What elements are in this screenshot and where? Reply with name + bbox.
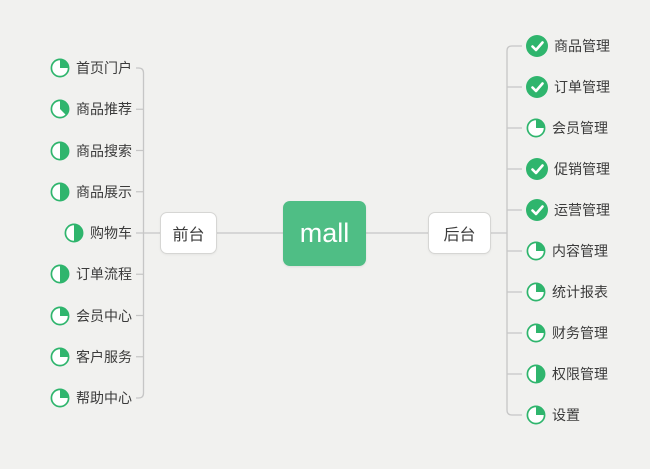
- topic-right-9[interactable]: 设置: [526, 403, 580, 427]
- progress-pie-icon: [526, 241, 546, 261]
- topic-left-4[interactable]: 购物车: [64, 221, 132, 245]
- check-icon: [526, 199, 548, 221]
- progress-pie-icon: [50, 182, 70, 202]
- topic-right-8[interactable]: 权限管理: [526, 362, 608, 386]
- topic-label: 商品推荐: [76, 101, 132, 118]
- topic-right-7[interactable]: 财务管理: [526, 321, 608, 345]
- topic-label: 会员中心: [76, 307, 132, 324]
- progress-pie-icon: [526, 282, 546, 302]
- topic-label: 运营管理: [554, 202, 610, 218]
- topic-label: 首页门户: [76, 60, 132, 76]
- check-icon: [526, 76, 548, 98]
- topic-label: 统计报表: [552, 284, 608, 300]
- topic-label: 购物车: [90, 225, 132, 241]
- topic-right-2[interactable]: 会员管理: [526, 116, 608, 140]
- topic-label: 客户服务: [76, 348, 132, 365]
- root-node-mall[interactable]: mall: [283, 201, 366, 266]
- topic-left-2[interactable]: 商品搜索: [50, 139, 132, 163]
- topic-label: 商品管理: [554, 38, 610, 54]
- topic-left-5[interactable]: 订单流程: [50, 262, 132, 286]
- topic-left-0[interactable]: 首页门户: [50, 56, 132, 80]
- topic-left-3[interactable]: 商品展示: [50, 180, 132, 204]
- topic-right-5[interactable]: 内容管理: [526, 239, 608, 263]
- check-icon: [526, 35, 548, 57]
- progress-pie-icon: [50, 347, 70, 367]
- topic-label: 帮助中心: [76, 390, 132, 406]
- topic-left-6[interactable]: 会员中心: [50, 304, 132, 328]
- topic-label: 订单管理: [554, 79, 610, 95]
- topic-right-4[interactable]: 运营管理: [526, 198, 610, 222]
- branch-node-backend[interactable]: 后台: [428, 212, 491, 254]
- progress-pie-icon: [526, 364, 546, 384]
- topic-left-1[interactable]: 商品推荐: [50, 97, 132, 121]
- topic-label: 订单流程: [76, 266, 132, 283]
- topic-right-1[interactable]: 订单管理: [526, 75, 610, 99]
- branch-node-frontend[interactable]: 前台: [160, 212, 217, 254]
- progress-pie-icon: [526, 323, 546, 343]
- topic-label: 商品展示: [76, 183, 132, 200]
- progress-pie-icon: [50, 264, 70, 284]
- progress-pie-icon: [64, 223, 84, 243]
- progress-pie-icon: [50, 58, 70, 78]
- topic-label: 会员管理: [552, 120, 608, 136]
- topic-label: 内容管理: [552, 243, 608, 259]
- topic-label: 设置: [552, 407, 580, 423]
- topic-right-0[interactable]: 商品管理: [526, 34, 610, 58]
- progress-pie-icon: [50, 141, 70, 160]
- topic-label: 促销管理: [554, 161, 610, 177]
- topic-left-7[interactable]: 客户服务: [50, 345, 132, 369]
- progress-pie-icon: [50, 388, 70, 408]
- progress-pie-icon: [526, 118, 546, 138]
- topic-right-6[interactable]: 统计报表: [526, 280, 608, 304]
- progress-pie-icon: [50, 306, 70, 325]
- topic-label: 财务管理: [552, 325, 608, 341]
- topic-left-8[interactable]: 帮助中心: [50, 386, 132, 410]
- topic-label: 商品搜索: [76, 142, 132, 159]
- topic-right-3[interactable]: 促销管理: [526, 157, 610, 181]
- progress-pie-icon: [526, 405, 546, 425]
- progress-pie-icon: [50, 99, 70, 119]
- topic-label: 权限管理: [552, 366, 608, 382]
- check-icon: [526, 158, 548, 180]
